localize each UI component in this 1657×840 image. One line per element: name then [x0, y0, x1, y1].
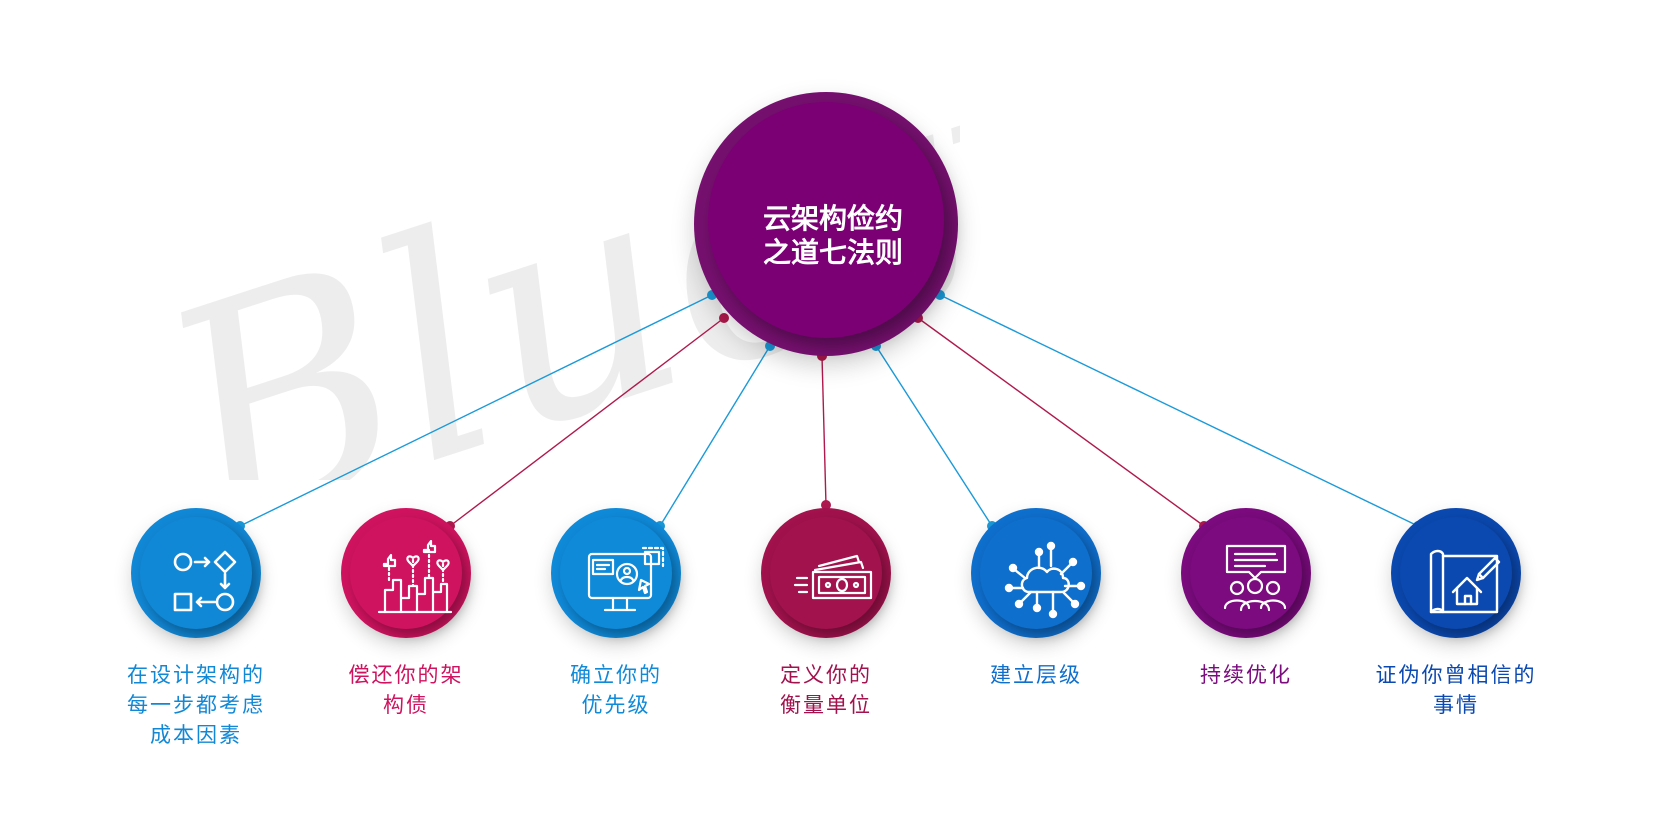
cloud-network-icon: [1004, 541, 1086, 619]
label-debt: 偿还你的架 构债: [306, 660, 506, 720]
node-debt-inner: [350, 517, 462, 629]
node-falsify-inner: [1400, 517, 1512, 629]
node-debt: [341, 508, 471, 638]
node-cost: [131, 508, 261, 638]
node-priority-inner: [560, 517, 672, 629]
team-chat-icon: [1223, 544, 1287, 612]
flowchart-icon: [173, 550, 237, 612]
money-bill-icon: [793, 554, 873, 600]
connector-line-2: [449, 317, 725, 527]
label-cost-line1: 在设计架构的: [127, 663, 265, 687]
connector-line-5: [875, 345, 993, 527]
node-priority: [551, 508, 681, 638]
node-optimize: [1181, 508, 1311, 638]
connector-line-1: [239, 294, 713, 527]
center-title-line1: 云架构俭约: [762, 202, 903, 235]
label-unit: 定义你的 衡量单位: [726, 660, 926, 720]
label-cost: 在设计架构的 每一步都考虑 成本因素: [96, 660, 296, 750]
label-debt-line2: 构债: [383, 693, 429, 717]
node-falsify: [1391, 508, 1521, 638]
label-debt-line1: 偿还你的架: [348, 663, 464, 687]
label-priority-line2: 优先级: [581, 693, 651, 717]
label-unit-line1: 定义你的: [780, 663, 872, 687]
city-likes-icon: [377, 540, 453, 614]
connector-dot: [821, 500, 831, 510]
label-priority-line1: 确立你的: [570, 663, 662, 687]
node-unit-inner: [770, 517, 882, 629]
blueprint-house-icon: [1429, 549, 1501, 614]
label-unit-line2: 衡量单位: [780, 693, 872, 717]
label-priority: 确立你的 优先级: [516, 660, 716, 720]
node-layers: [971, 508, 1101, 638]
label-falsify: 证伪你曾相信的 事情: [1346, 660, 1566, 720]
node-cost-inner: [140, 517, 252, 629]
node-layers-inner: [980, 517, 1092, 629]
label-layers-line1: 建立层级: [990, 663, 1082, 687]
connector-line-3: [659, 345, 771, 527]
center-title-line2: 之道七法则: [762, 236, 903, 269]
connector-line-6: [917, 317, 1205, 527]
label-optimize-line1: 持续优化: [1200, 663, 1292, 687]
label-cost-line3: 成本因素: [150, 723, 242, 747]
center-node-inner: 云架构俭约 之道七法则: [708, 102, 944, 338]
center-title: 云架构俭约 之道七法则: [708, 202, 958, 270]
node-unit: [761, 508, 891, 638]
connector-dot: [719, 313, 729, 323]
connector-line-7: [939, 294, 1419, 527]
connector-line-4: [821, 355, 827, 506]
center-node: 云架构俭约 之道七法则: [694, 92, 958, 356]
label-falsify-line1: 证伪你曾相信的: [1375, 663, 1537, 687]
label-optimize: 持续优化: [1146, 660, 1346, 690]
monitor-user-icon: [587, 546, 665, 612]
node-optimize-inner: [1190, 517, 1302, 629]
label-falsify-line2: 事情: [1433, 693, 1479, 717]
label-cost-line2: 每一步都考虑: [127, 693, 265, 717]
label-layers: 建立层级: [936, 660, 1136, 690]
